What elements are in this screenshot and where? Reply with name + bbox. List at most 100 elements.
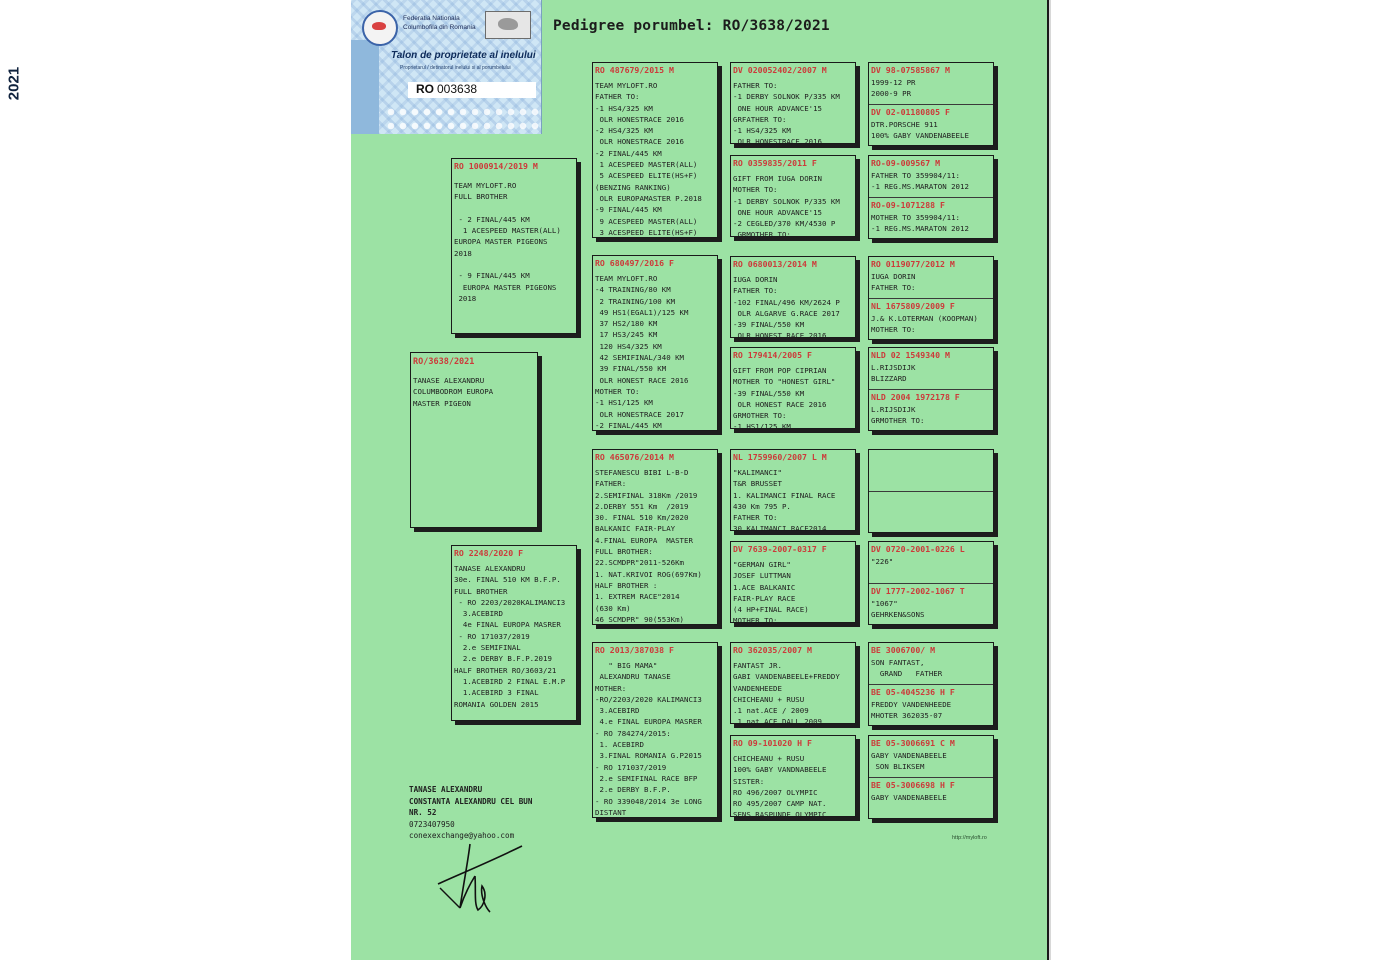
gggp-ring-3b: NL 1675809/2009 F [871,301,955,311]
ggp-box-6: DV 7639-2007-0317 F "GERMAN GIRL" JOSEF … [730,541,856,623]
ggp-box-3: RO 0680013/2014 M IUGA DORIN FATHER TO: … [730,256,856,338]
gggp-ring-4a: NLD 02 1549340 M [871,350,950,360]
owner-email: conexexchange@yahoo.com [409,831,515,840]
gggp-info-4b: L.RIJSDIJK GRMOTHER TO: [871,405,925,426]
pigeon-icon [485,11,531,39]
gggp-box-8: BE 05-3006691 C M GABY VANDENABEELE SON B… [868,735,994,819]
ring-number-field [408,82,536,98]
ggp-info-7: FANTAST JR. GABI VANDENABEELE+FREDDY VAN… [733,661,840,724]
ggp-info-2: GIFT FROM IUGA DORIN MOTHER TO: -1 DERBY… [733,174,840,237]
gggp-box-1: DV 98-07585867 M 1999-12 PR 2000-9 PR DV … [868,62,994,146]
owner-address-line2: NR. 52 [409,808,437,817]
dam-dam-box: RO 2013/387038 F " BIG MAMA" ALEXANDRU T… [592,642,718,818]
ggp-box-1: DV 020052402/2007 M FATHER TO: -1 DERBY … [730,62,856,144]
gggp-ring-8a: BE 05-3006691 C M [871,738,955,748]
dam-sire-ring: RO 465076/2014 M [595,452,674,462]
dam-sire-box: RO 465076/2014 M STEFANESCU BIBI L-B-D F… [592,449,718,625]
gggp-slot-5a-empty [869,450,993,491]
sire-sire-box: RO 487679/2015 M TEAM MYLOFT.RO FATHER T… [592,62,718,238]
ggp-box-7: RO 362035/2007 M FANTAST JR. GABI VANDEN… [730,642,856,724]
owner-phone: 0723407950 [409,819,455,829]
paper-edge [1047,0,1049,960]
federation-name: Federatia Nationala Columbofila din Roma… [403,15,476,31]
ggp-ring-5: NL 1759960/2007 L M [733,452,827,462]
sire-box: RO 1000914/2019 M TEAM MYLOFT.RO FULL BR… [451,158,577,334]
sire-dam-box: RO 680497/2016 F TEAM MYLOFT.RO -4 TRAIN… [592,255,718,431]
gggp-box-5-empty [868,449,994,533]
sire-sire-ring: RO 487679/2015 M [595,65,674,75]
sire-sire-info: TEAM MYLOFT.RO FATHER TO: -1 HS4/325 KM … [595,81,702,237]
talon-title: Talon de proprietate al inelului [391,50,536,61]
sire-dam-ring: RO 680497/2016 F [595,258,674,268]
gggp-ring-7a: BE 3006700/ M [871,645,936,655]
gggp-box-4: NLD 02 1549340 M L.RIJSDIJK BLIZZARD NLD … [868,347,994,431]
subject-ring: RO/3638/2021 [413,357,475,367]
talon-subtext: Proprietarul / detinatorul inelului si a… [400,65,511,71]
ggp-ring-3: RO 0680013/2014 M [733,259,817,269]
subject-info: TANASE ALEXANDRU COLUMBODROM EUROPA MAST… [413,376,494,408]
ggp-box-2: RO 0359835/2011 F GIFT FROM IUGA DORIN M… [730,155,856,237]
gggp-info-8b: GABY VANDENABEELE [871,793,947,802]
card-bottom-pattern [386,104,540,134]
gggp-info-6a: "226" [871,557,894,566]
gggp-box-7: BE 3006700/ M SON FANTAST, GRAND FATHER B… [868,642,994,726]
gggp-box-6: DV 0720-2001-0226 L "226" DV 1777-2002-10… [868,541,994,625]
gggp-info-3a: IUGA DORIN FATHER TO: [871,272,916,293]
gggp-info-6b: "1067" GEHRKEN&SONS [871,599,925,620]
dam-sire-info: STEFANESCU BIBI L-B-D FATHER: 2.SEMIFINA… [595,468,702,624]
gggp-ring-1b: DV 02-01180805 F [871,107,950,117]
ggp-ring-6: DV 7639-2007-0317 F [733,544,827,554]
gggp-ring-6b: DV 1777-2002-1067 T [871,586,965,596]
sire-dam-info: TEAM MYLOFT.RO -4 TRAINING/80 KM 2 TRAIN… [595,274,689,430]
gggp-ring-1a: DV 98-07585867 M [871,65,950,75]
ggp-info-6: "GERMAN GIRL" JOSEF LUTTMAN 1.ACE BALKAN… [733,560,809,623]
ggp-info-8: CHICHEANU + RUSU 100% GABY VANDNABEELE S… [733,754,827,817]
gggp-ring-2b: RO-09-1071288 F [871,200,945,210]
gggp-ring-4b: NLD 2004 1972178 F [871,392,960,402]
gggp-ring-2a: RO-09-009567 M [871,158,941,168]
sire-ring: RO 1000914/2019 M [454,161,538,171]
owner-name: TANASE ALEXANDRU [409,785,483,794]
ggp-box-8: RO 09-101020 H F CHICHEANU + RUSU 100% G… [730,735,856,817]
gggp-info-4a: L.RIJSDIJK BLIZZARD [871,363,916,384]
subject-box: RO/3638/2021 TANASE ALEXANDRU COLUMBODRO… [410,352,538,528]
gggp-box-2: RO-09-009567 M FATHER TO 359904/11: -1 RE… [868,155,994,239]
ggp-info-4: GIFT FROM POP CIPRIAN MOTHER TO "HONEST … [733,366,836,429]
gggp-info-1b: DTR.PORSCHE 911 100% GABY VANDENABEELE [871,120,969,141]
gggp-ring-3a: RO 0119077/2012 M [871,259,955,269]
gggp-ring-8b: BE 05-3006698 H F [871,780,955,790]
dam-info: TANASE ALEXANDRU 30e. FINAL 510 KM B.F.P… [454,564,566,709]
ggp-ring-2: RO 0359835/2011 F [733,158,817,168]
website-url: http://myloft.ro [952,835,987,841]
gggp-ring-6a: DV 0720-2001-0226 L [871,544,965,554]
ggp-box-4: RO 179414/2005 F GIFT FROM POP CIPRIAN M… [730,347,856,429]
owner-details: TANASE ALEXANDRU CONSTANTA ALEXANDRU CEL… [409,784,532,842]
dam-box: RO 2248/2020 F TANASE ALEXANDRU 30e. FIN… [451,545,577,721]
year-band [351,40,379,134]
gggp-info-2a: FATHER TO 359904/11: -1 REG.MS.MARATON 2… [871,171,969,192]
gggp-ring-7b: BE 05-4045236 H F [871,687,955,697]
ring-year: 2021 [5,66,23,101]
gggp-info-3b: J.& K.LOTERMAN (KOOPMAN) MOTHER TO: [871,314,978,335]
ggp-ring-8: RO 09-101020 H F [733,738,812,748]
dam-ring: RO 2248/2020 F [454,548,524,558]
ggp-ring-1: DV 020052402/2007 M [733,65,827,75]
dam-dam-info: " BIG MAMA" ALEXANDRU TANASE MOTHER: -RO… [595,661,702,817]
gggp-info-2b: MOTHER TO 359904/11: -1 REG.MS.MARATON 2… [871,213,969,234]
ggp-ring-7: RO 362035/2007 M [733,645,812,655]
gggp-box-3: RO 0119077/2012 M IUGA DORIN FATHER TO: N… [868,256,994,340]
ggp-info-1: FATHER TO: -1 DERBY SOLNOK P/335 KM ONE … [733,81,840,144]
gggp-slot-5b-empty [869,491,993,532]
gggp-info-7b: FREDDY VANDENHEEDE MHOTER 362035-07 [871,700,952,721]
ggp-box-5: NL 1759960/2007 L M "KALIMANCI" T&R BRUS… [730,449,856,531]
ggp-ring-4: RO 179414/2005 F [733,350,812,360]
gggp-info-8a: GABY VANDENABEELE SON BLIKSEM [871,751,947,772]
ggp-info-5: "KALIMANCI" T&R BRUSSET 1. KALIMANCI FIN… [733,468,836,531]
gggp-info-7a: SON FANTAST, GRAND FATHER [871,658,943,679]
federation-logo-icon [362,10,398,46]
dam-dam-ring: RO 2013/387038 F [595,645,674,655]
gggp-info-1a: 1999-12 PR 2000-9 PR [871,78,916,99]
ggp-info-3: IUGA DORIN FATHER TO: -102 FINAL/496 KM/… [733,275,840,338]
page-title: Pedigree porumbel: RO/3638/2021 [553,18,830,34]
